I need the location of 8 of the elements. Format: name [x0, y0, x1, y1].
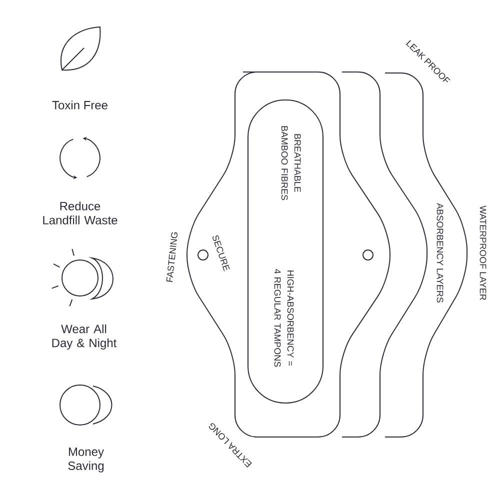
- callout-label: FASTENING: [166, 232, 178, 282]
- callout-label: WATERPROOF LAYER: [480, 206, 486, 300]
- callout-label: ABSORBENCY LAYERS: [436, 203, 444, 303]
- feature-label: Wear All Day & Night: [52, 324, 117, 350]
- feature-label: Money Saving: [68, 448, 104, 472]
- layer-box: BREATHABLE BAMBOO FIBRES HIGH-ABSORBENCY = 4 REGULAR TAMPONS: [248, 100, 324, 404]
- feature-label: Toxin Free: [52, 100, 108, 110]
- feature-label: Reduce Landfill Waste: [43, 202, 118, 224]
